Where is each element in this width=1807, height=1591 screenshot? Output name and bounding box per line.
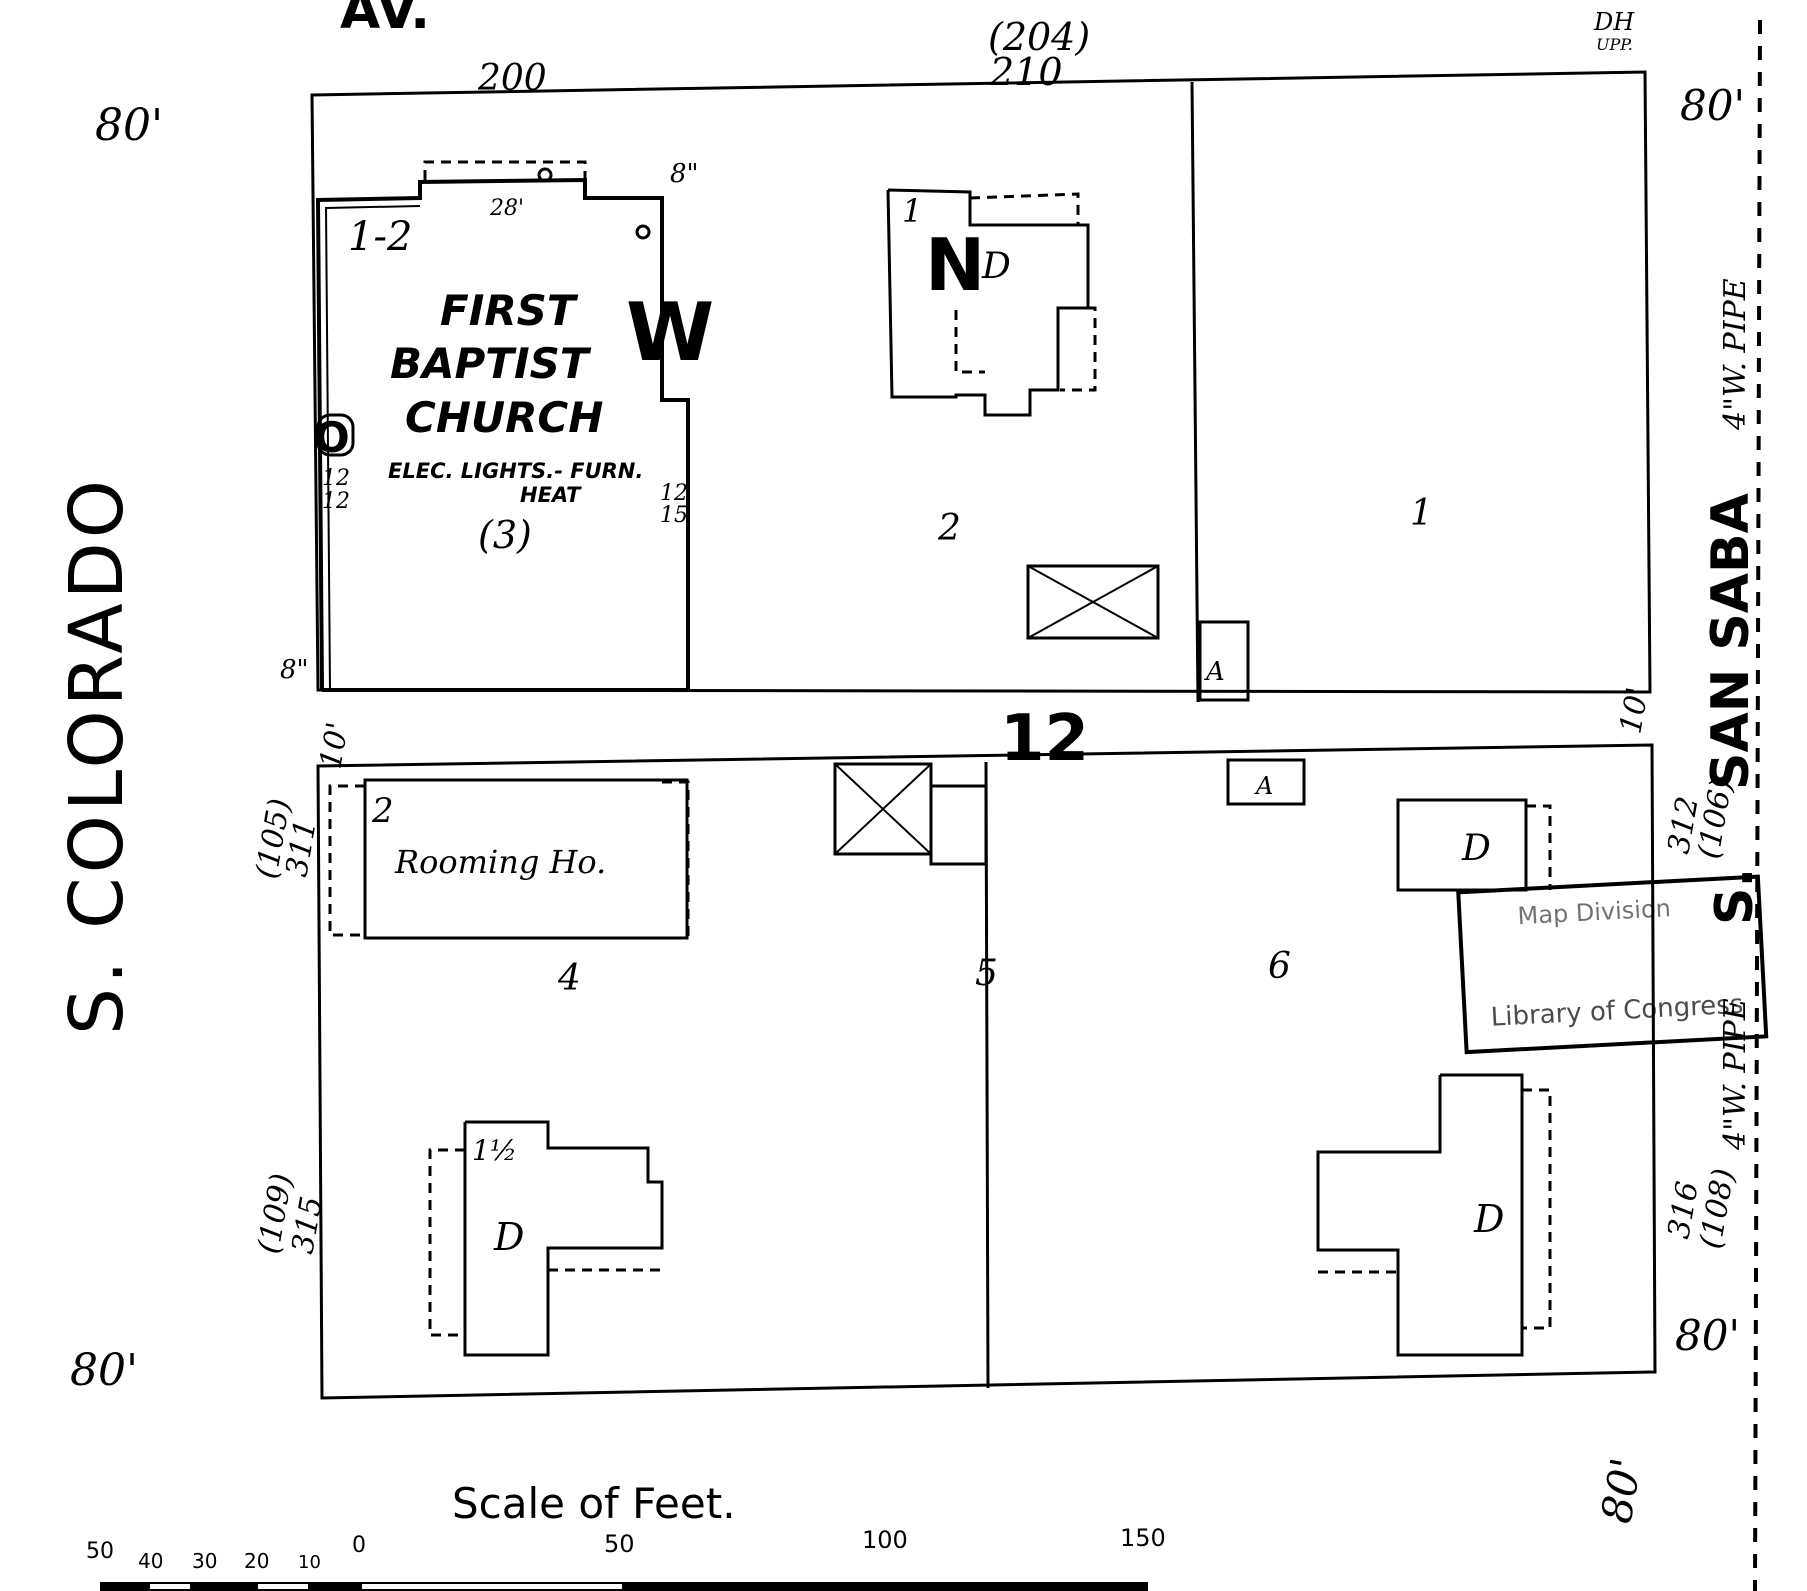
library-stamp xyxy=(1456,874,1769,1055)
scale-tick-100: 100 xyxy=(862,1526,908,1554)
rooming-house xyxy=(328,778,690,940)
church-letter-o: O xyxy=(314,413,350,462)
letter-n: N xyxy=(925,223,985,307)
block-north-outline xyxy=(310,70,1652,694)
block-number: 12 xyxy=(1000,702,1089,776)
street-left-label: S. COLORADO xyxy=(54,476,140,1035)
church-height-right-2: 15 xyxy=(660,503,688,528)
scale-tick-50-left: 50 xyxy=(86,1539,114,1564)
dwelling-316 xyxy=(1316,1073,1552,1357)
block-south-outline xyxy=(316,743,1657,1400)
scale-tick-150: 150 xyxy=(1120,1524,1166,1552)
stamp-line1: Map Division xyxy=(1517,894,1672,930)
dwelling-312-label: D xyxy=(1461,828,1491,869)
pipe-upp-label: UPP. xyxy=(1596,35,1633,54)
church-height-left-2: 12 xyxy=(322,489,350,514)
church-stories: 1-2 xyxy=(348,214,412,260)
pipe-dh-label: DH xyxy=(1593,8,1635,36)
lot-number-4: 4 xyxy=(557,958,581,999)
scale-tick-0: 0 xyxy=(352,1533,366,1558)
scale-bar xyxy=(100,1582,1148,1591)
lot-number-2: 2 xyxy=(937,508,961,549)
dwelling-312 xyxy=(1396,798,1552,892)
lot-number-6: 6 xyxy=(1268,946,1291,987)
dwelling-315 xyxy=(428,1120,664,1357)
dwelling-315-stories: 1½ xyxy=(472,1134,517,1167)
auto-shed-north-label: A xyxy=(1204,657,1225,687)
address-204: (204) xyxy=(988,15,1090,59)
auto-shed-south-label: A xyxy=(1254,772,1273,800)
stamp-line2: Library of Congress xyxy=(1490,990,1744,1033)
lot-divider-south xyxy=(984,761,990,1389)
scale-tick-10: 10 xyxy=(298,1552,321,1573)
rooming-house-label: Rooming Ho. xyxy=(394,843,606,881)
church-note-line1: ELEC. LIGHTS.- FURN. xyxy=(388,459,643,483)
dwelling-316-label: D xyxy=(1473,1197,1504,1241)
church-wall-mark: 8" xyxy=(670,159,699,189)
church-code: (3) xyxy=(478,513,532,557)
width-mid-right: 80' xyxy=(1675,1311,1740,1360)
scale-tick-30: 30 xyxy=(192,1549,217,1573)
scale-tick-40: 40 xyxy=(138,1549,163,1573)
dwelling-315-label: D xyxy=(493,1215,524,1259)
alley-width-left: 10' xyxy=(313,720,356,772)
shed-south xyxy=(833,762,988,866)
width-top-left: 80' xyxy=(95,100,163,151)
lot-number-5: 5 xyxy=(975,953,998,994)
street-top-label: AV. xyxy=(340,0,430,41)
address-108: (108) xyxy=(1693,1166,1741,1252)
church-name-line2: BAPTIST xyxy=(390,339,592,388)
pipe-upper-label: 4"W. PIPE xyxy=(1718,278,1753,431)
church-height-right: 12 xyxy=(660,481,688,506)
church-name-line3: CHURCH xyxy=(405,393,603,442)
rooming-house-stories: 2 xyxy=(371,791,394,831)
pipe-lower-label: 4"W. PIPE xyxy=(1718,998,1753,1151)
water-pipe-line xyxy=(1753,19,1762,1591)
scale-title: Scale of Feet. xyxy=(452,1479,736,1528)
street-right-label: SAN SABA xyxy=(1701,493,1761,790)
width-top-right: 80' xyxy=(1680,81,1745,130)
scale-tick-20: 20 xyxy=(244,1549,269,1573)
address-200: 200 xyxy=(477,58,547,99)
scale-tick-50: 50 xyxy=(604,1530,635,1558)
lot-divider-north xyxy=(1190,81,1200,703)
dwelling-north xyxy=(886,188,1097,417)
shed-north xyxy=(1026,564,1160,640)
dwelling-north-stories: 1 xyxy=(902,192,922,230)
width-bottom-left: 80' xyxy=(70,1345,138,1396)
lot-number-1: 1 xyxy=(1410,493,1433,534)
church-letter-w: W xyxy=(626,286,714,379)
width-bottom-right: 80' xyxy=(1592,1454,1652,1527)
church-name-line1: FIRST xyxy=(440,286,579,335)
auto-shed-north xyxy=(1198,620,1250,702)
church-width-mark: 28' xyxy=(489,196,524,221)
church-note-line2: HEAT xyxy=(520,483,582,507)
auto-shed-south xyxy=(1226,758,1306,806)
church-height-left: 12 xyxy=(322,466,350,491)
dwelling-north-label: D xyxy=(981,246,1011,287)
address-210: 210 xyxy=(989,50,1063,94)
church-wall-mark-2: 8" xyxy=(280,655,309,685)
church-building xyxy=(315,160,690,692)
address-106: (106) xyxy=(1691,776,1739,862)
